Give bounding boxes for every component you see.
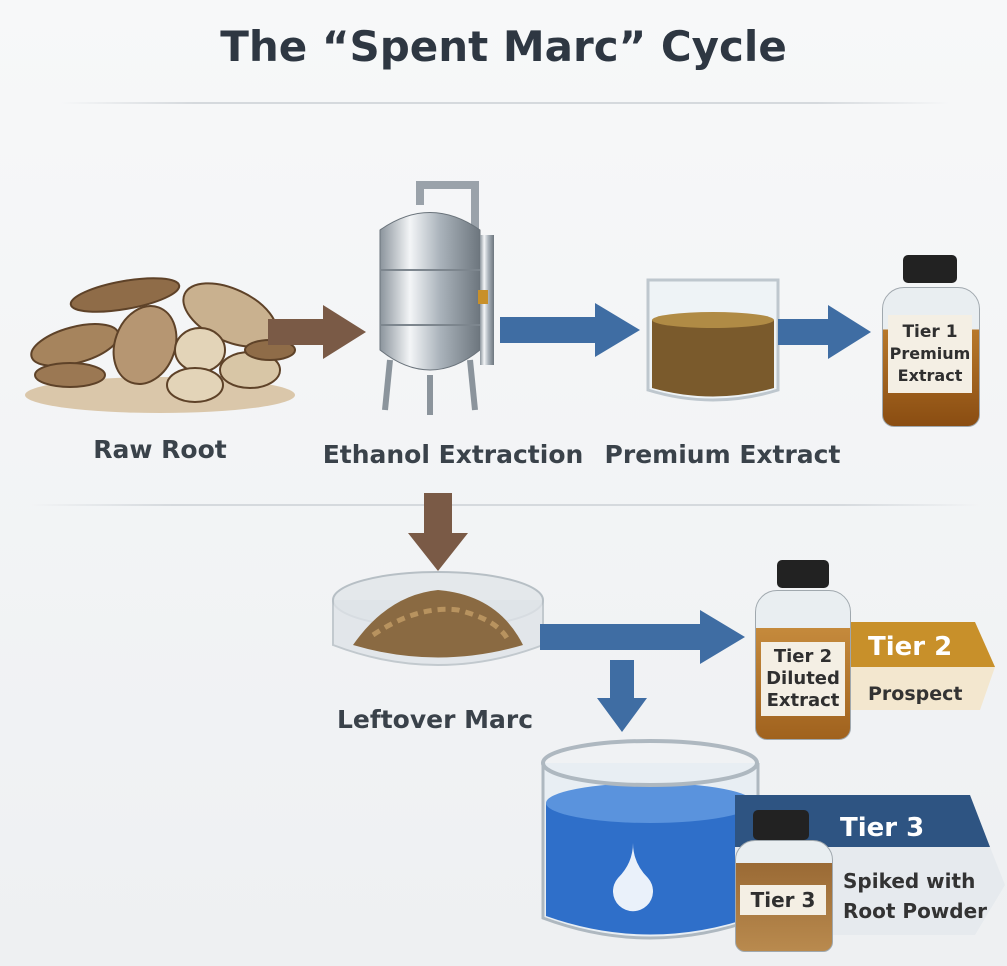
tier3-bottle: Tier 3 bbox=[735, 810, 833, 952]
tier2-label-line: Tier 2 bbox=[773, 646, 833, 667]
tier1-label-line: Tier 1 bbox=[902, 322, 958, 342]
tier2-label-line: Diluted bbox=[766, 668, 840, 689]
blue-arrow-right-icon bbox=[500, 303, 640, 357]
top-divider bbox=[60, 102, 950, 104]
step-label-leftover-marc: Leftover Marc bbox=[336, 705, 534, 734]
bottle-cap bbox=[903, 255, 957, 283]
tier2-bottle: Tier 2 Diluted Extract bbox=[755, 560, 851, 740]
tier3-ribbon-subtitle-line: Spiked with bbox=[843, 869, 976, 893]
tier3-bottle-label: Tier 3 bbox=[740, 885, 826, 915]
blue-arrow-down-icon bbox=[597, 660, 647, 732]
tier3-ribbon-subtitle-line: Root Powder bbox=[843, 899, 988, 923]
tier1-label-line: Premium bbox=[889, 344, 971, 363]
step-label-premium-extract: Premium Extract bbox=[604, 440, 841, 469]
water-drop-icon bbox=[613, 843, 653, 912]
blue-arrow-right-icon bbox=[540, 610, 745, 664]
tier3-ribbon-title: Tier 3 bbox=[840, 813, 925, 843]
step-label-ethanol-extraction: Ethanol Extraction bbox=[322, 440, 584, 469]
tier2-ribbon-subtitle: Prospect bbox=[868, 683, 963, 705]
raw-root-illustration bbox=[25, 277, 296, 413]
diagram-title: The “Spent Marc” Cycle bbox=[220, 22, 787, 71]
tier2-ribbon-title: Tier 2 bbox=[868, 632, 953, 662]
brown-arrow-down-icon bbox=[408, 493, 468, 571]
extraction-tank-illustration bbox=[379, 181, 494, 415]
middle-divider bbox=[30, 504, 980, 506]
beaker-illustration bbox=[646, 278, 780, 402]
brown-arrow-right-icon bbox=[268, 305, 366, 359]
tier2-label-line: Extract bbox=[766, 690, 840, 711]
step-label-raw-root: Raw Root bbox=[93, 435, 227, 464]
tier2-ribbon bbox=[840, 622, 995, 710]
water-tank-illustration bbox=[541, 739, 760, 940]
tier1-bottle: Tier 1 Premium Extract bbox=[880, 255, 980, 427]
blue-arrow-right-icon bbox=[778, 305, 871, 359]
marc-dish-illustration bbox=[332, 571, 544, 666]
tier1-label-line: Extract bbox=[897, 366, 963, 385]
